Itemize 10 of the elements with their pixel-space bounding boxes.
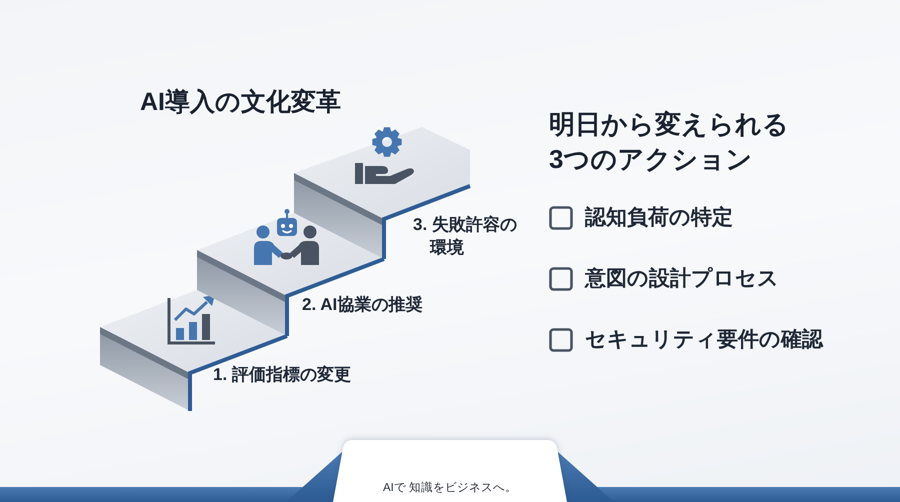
- footer-card: [333, 440, 567, 502]
- title: AI導入の文化変革: [140, 87, 341, 118]
- tagline: AIで 知識をビジネスへ。: [382, 481, 518, 496]
- heading: 明日から変えられる3つのアクション: [549, 108, 789, 176]
- checklist-item: 認知負荷の特定: [585, 204, 733, 231]
- step-label: 1. 評価指標の変更: [213, 364, 351, 386]
- checklist-item: セキュリティ要件の確認: [585, 327, 823, 353]
- checklist-item: 意図の設計プロセス: [585, 266, 779, 292]
- step-label: 2. AI協業の推奨: [302, 294, 422, 316]
- step-label: 3. 失敗許容の環境: [413, 214, 518, 259]
